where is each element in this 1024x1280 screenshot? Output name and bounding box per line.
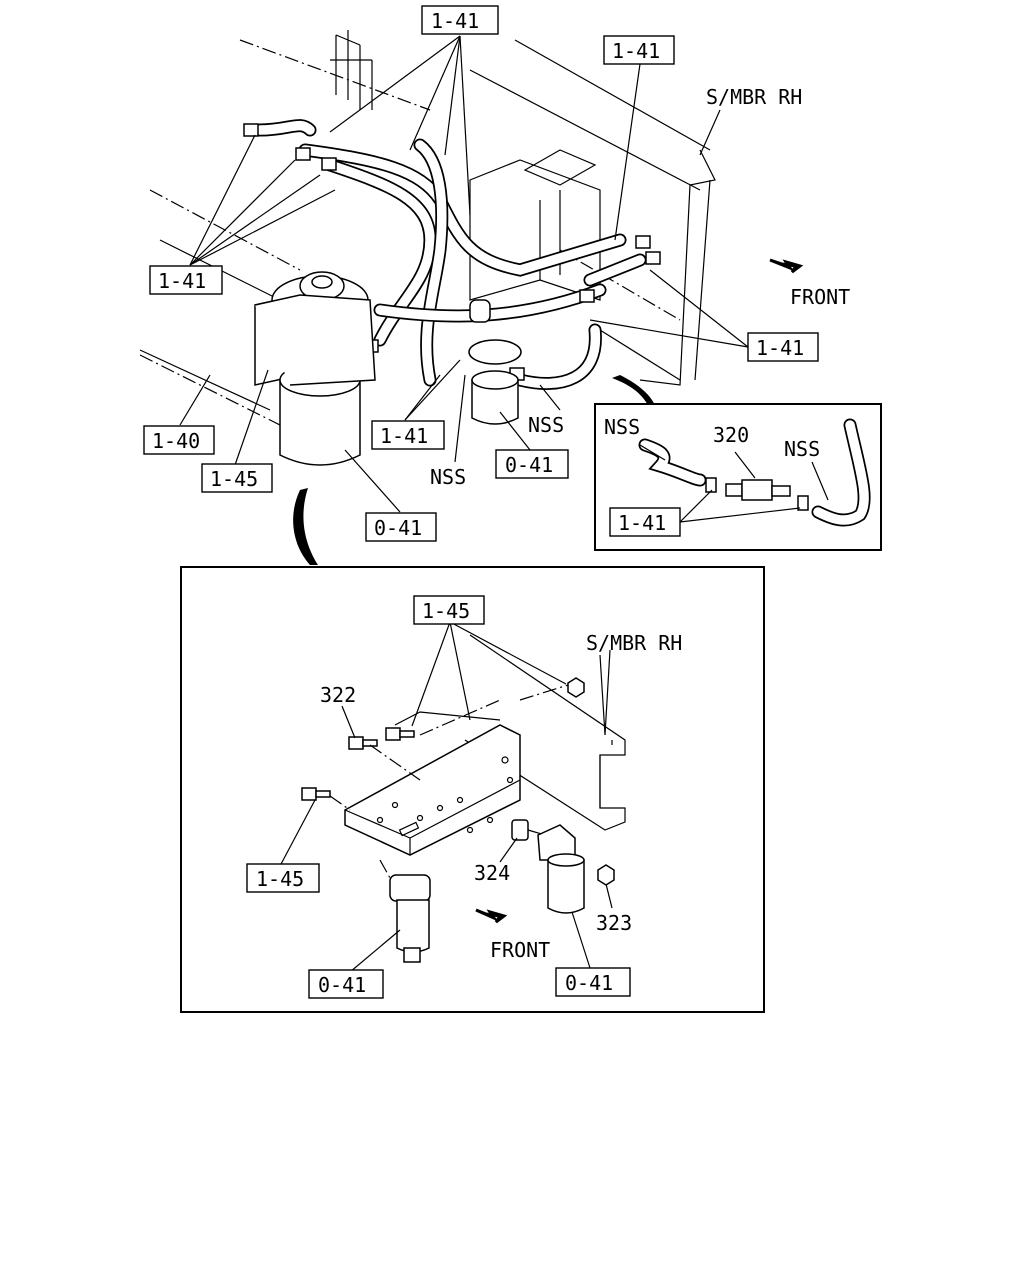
main-assembly-drawing <box>139 30 749 565</box>
bolt-1-45-icon <box>301 727 415 801</box>
label-smbr-rh: S/MBR RH <box>706 85 802 109</box>
inset-callout-1-45-left: 1-45 <box>256 867 304 891</box>
inset-filter-left <box>389 874 431 963</box>
callout-1-40: 1-40 <box>152 429 200 453</box>
inset-nss-left: NSS <box>604 415 640 439</box>
bracket-holes <box>376 756 514 837</box>
detail-pointer-arrow <box>293 488 318 565</box>
clamp-icon <box>705 477 809 511</box>
callout-1-41-mid: 1-41 <box>380 424 428 448</box>
inset-front-arrow-icon <box>475 908 508 924</box>
inset-part-324: 324 <box>474 861 510 885</box>
inset-callout-0-41-right: 0-41 <box>565 971 613 995</box>
inset-callout-1-45-top: 1-45 <box>422 599 470 623</box>
bracket-detail-inset <box>180 566 765 1013</box>
inset-part-320: 320 <box>713 423 749 447</box>
label-front: FRONT <box>790 285 850 309</box>
label-nss-right: NSS <box>528 413 564 437</box>
joint-320-icon <box>725 479 791 501</box>
callout-1-41-top: 1-41 <box>431 9 479 33</box>
inset-callout-1-41: 1-41 <box>618 511 666 535</box>
callout-1-41-right: 1-41 <box>756 336 804 360</box>
inset-label-smbr-rh: S/MBR RH <box>586 631 682 655</box>
inset-label-front: FRONT <box>490 938 550 962</box>
callout-1-41-top-right: 1-41 <box>612 39 660 63</box>
bolt-322-icon <box>348 736 378 750</box>
label-nss-left: NSS <box>430 465 466 489</box>
inset-filter-right <box>537 824 585 914</box>
spacer-324-icon <box>511 819 529 841</box>
inset-callout-0-41-left: 0-41 <box>318 973 366 997</box>
inset-part-323: 323 <box>596 911 632 935</box>
front-arrow-icon <box>769 258 804 274</box>
secondary-fuel-filter <box>468 299 522 425</box>
nut-323-icon <box>597 864 615 886</box>
nut-1-45-icon <box>567 677 585 698</box>
inset-nss-right: NSS <box>784 437 820 461</box>
callout-0-41-right: 0-41 <box>505 453 553 477</box>
hose-joint-inset <box>594 403 882 551</box>
hose-fitting-icon <box>243 123 661 381</box>
callout-0-41-bottom: 0-41 <box>374 516 422 540</box>
callout-1-41-left: 1-41 <box>158 269 206 293</box>
inset-part-322: 322 <box>320 683 356 707</box>
leader-lines <box>179 35 749 513</box>
callout-1-45: 1-45 <box>210 467 258 491</box>
detail-pointer-arrow <box>612 375 655 405</box>
